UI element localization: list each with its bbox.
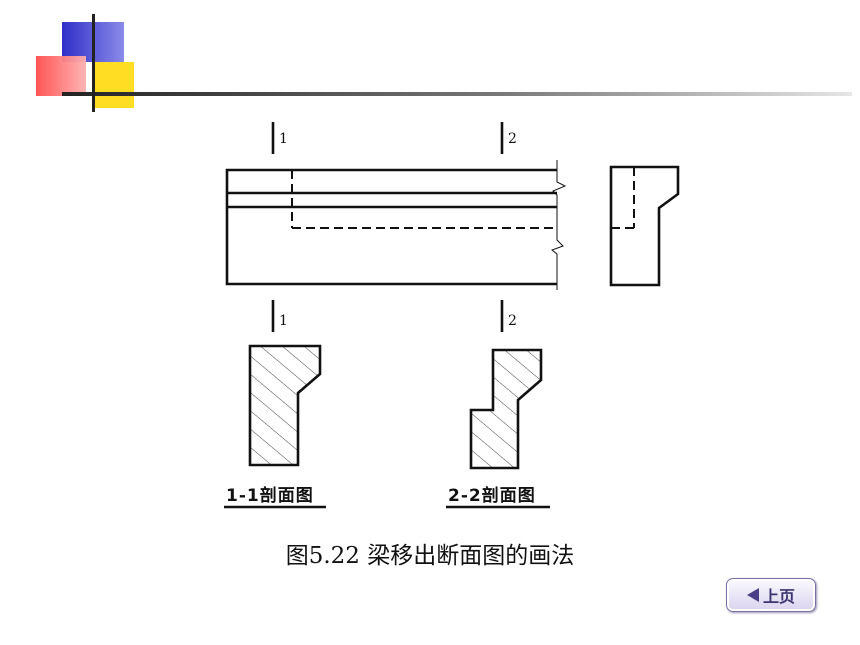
cut-number-1-bottom: 1 [279, 313, 289, 329]
logo-red-square [36, 56, 86, 96]
section-title-1-1: 1-1剖面图 [226, 486, 314, 506]
prev-page-button[interactable]: 上页 [726, 578, 816, 612]
section-title-2-2: 2-2剖面图 [448, 486, 536, 506]
slide-logo [36, 14, 852, 112]
beam-end-view [609, 165, 680, 287]
cut-number-1-top: 1 [279, 131, 289, 147]
logo-vertical-bar [92, 14, 95, 112]
section-2-2 [469, 348, 543, 470]
section-1-1 [248, 344, 322, 467]
logo-yellow-square [92, 62, 134, 108]
prev-page-label: 上页 [762, 587, 795, 606]
beam-elevation [225, 160, 567, 290]
break-line [550, 160, 567, 290]
figure-caption: 图5.22 梁移出断面图的画法 [285, 543, 575, 569]
left-triangle-icon [746, 588, 759, 602]
cut-number-2-bottom: 2 [508, 313, 518, 329]
cut-number-2-top: 2 [508, 131, 518, 147]
header-rule [62, 92, 852, 96]
